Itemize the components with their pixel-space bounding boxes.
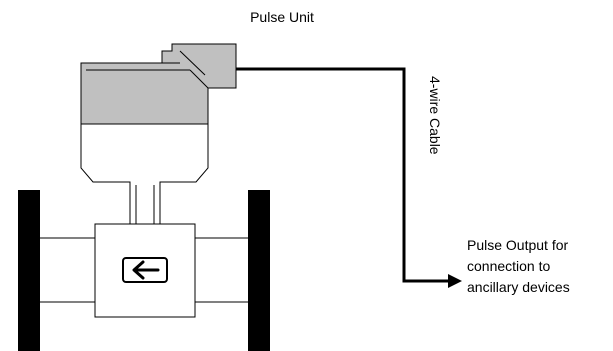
right-flange bbox=[248, 190, 270, 351]
cable-label: 4-wire Cable bbox=[427, 76, 443, 155]
pulse-unit-label: Pulse Unit bbox=[250, 9, 314, 25]
left-flange bbox=[18, 190, 40, 351]
four-wire-cable bbox=[236, 67, 450, 283]
output-arrowhead bbox=[448, 274, 462, 288]
pulse-output-label-line-1: Pulse Output for bbox=[467, 237, 569, 253]
pulse-output-label-line-2: connection to bbox=[467, 258, 550, 274]
pulse-output-label-line-3: ancillary devices bbox=[467, 279, 570, 295]
meter-neck bbox=[80, 124, 209, 224]
pulse-unit-details bbox=[86, 50, 209, 89]
flow-direction-arrow-icon bbox=[122, 257, 168, 283]
pulse-unit-housing bbox=[80, 43, 237, 125]
pipe bbox=[40, 237, 248, 303]
